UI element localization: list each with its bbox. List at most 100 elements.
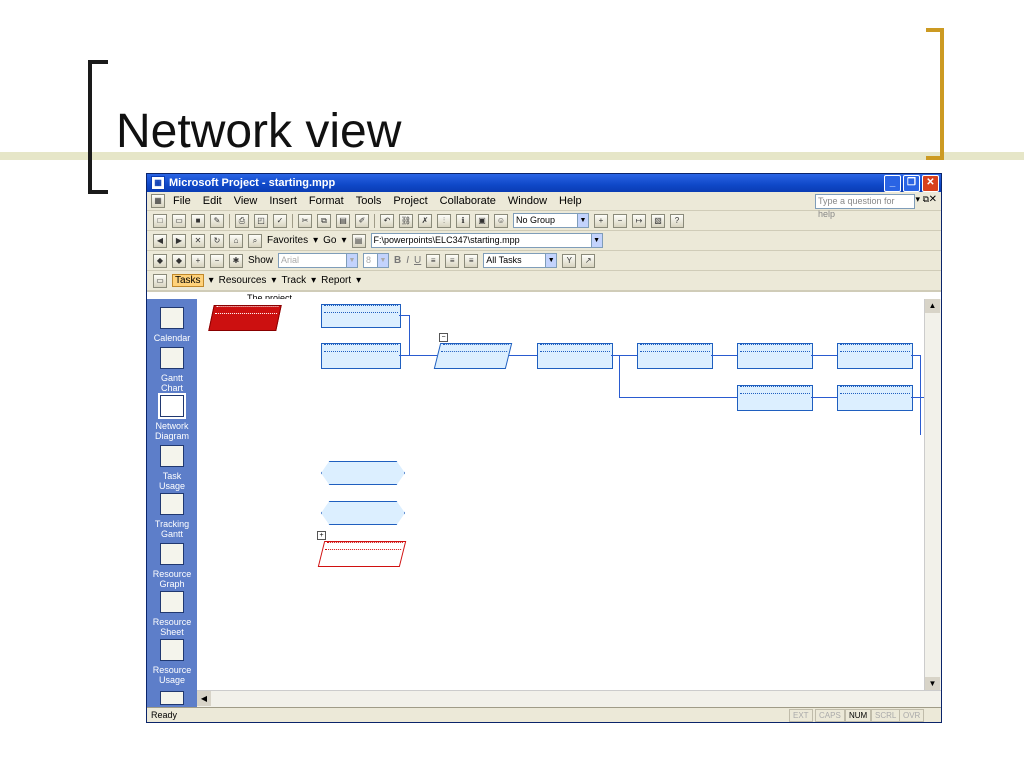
show-icon[interactable]: ✱ [229, 253, 243, 268]
home-icon[interactable]: ⌂ [229, 233, 243, 248]
help-icon[interactable]: ? [670, 213, 684, 228]
task-node[interactable] [321, 343, 401, 369]
italic-button[interactable]: I [406, 255, 410, 266]
format-painter-icon[interactable]: ✐ [355, 213, 369, 228]
permission-icon[interactable]: ✎ [210, 213, 224, 228]
new-icon[interactable]: □ [153, 213, 167, 228]
critical-summary-node[interactable] [317, 541, 407, 567]
report-button[interactable]: Report [321, 275, 352, 286]
unlink-icon[interactable]: ✗ [418, 213, 432, 228]
network-diagram[interactable]: − + [197, 299, 925, 691]
view-resource-sheet[interactable]: Resource Sheet [147, 591, 197, 637]
align-right-icon[interactable]: ≡ [464, 253, 479, 268]
task-node[interactable] [321, 304, 401, 328]
view-more[interactable] [147, 691, 197, 709]
favorites-chevron-icon[interactable]: ▾ [313, 235, 319, 246]
link-icon[interactable]: ⛓ [399, 213, 413, 228]
menu-format[interactable]: Format [308, 195, 344, 207]
expand-toggle-icon[interactable]: + [317, 531, 326, 540]
menu-collaborate[interactable]: Collaborate [439, 195, 496, 207]
group-select[interactable]: No Group ▼ [513, 213, 589, 228]
document-menu-icon[interactable]: ▦ [151, 194, 165, 208]
scroll-up-icon[interactable]: ▲ [925, 299, 940, 313]
hide-subtasks-icon[interactable]: − [210, 253, 224, 268]
copy-icon[interactable]: ⧉ [317, 213, 331, 228]
cut-icon[interactable]: ✂ [298, 213, 312, 228]
summary-task-node[interactable] [433, 343, 513, 369]
help-dropdown-icon[interactable]: ▾ ⧉ [915, 194, 929, 204]
menu-insert[interactable]: Insert [269, 195, 297, 207]
restore-button[interactable]: ❐ [903, 175, 920, 192]
help-search-input[interactable]: Type a question for help [815, 194, 915, 219]
track-chevron-icon[interactable]: ▾ [311, 275, 317, 286]
copy-picture-icon[interactable]: ▧ [651, 213, 665, 228]
paste-icon[interactable]: ▤ [336, 213, 350, 228]
font-size-select[interactable]: 8 ▼ [363, 253, 390, 268]
task-node[interactable] [537, 343, 613, 369]
milestone-node[interactable] [321, 501, 405, 525]
menu-file[interactable]: File [173, 195, 191, 207]
task-node[interactable] [637, 343, 713, 369]
show-dropdown[interactable]: Show [248, 255, 274, 266]
view-calendar[interactable]: Calendar [147, 307, 197, 343]
menu-window[interactable]: Window [507, 195, 548, 207]
task-node[interactable] [837, 343, 913, 369]
menu-edit[interactable]: Edit [202, 195, 222, 207]
spelling-icon[interactable]: ✓ [273, 213, 287, 228]
task-node[interactable] [737, 343, 813, 369]
print-icon[interactable]: ⎙ [235, 213, 249, 228]
menu-project[interactable]: Project [393, 195, 428, 207]
milestone-node[interactable] [321, 461, 405, 485]
align-left-icon[interactable]: ≡ [426, 253, 441, 268]
go-button[interactable]: Go [323, 235, 337, 246]
search-web-icon[interactable]: ⌕ [248, 233, 262, 248]
refresh-icon[interactable]: ↻ [210, 233, 224, 248]
track-button[interactable]: Track [281, 275, 307, 286]
menu-tools[interactable]: Tools [355, 195, 382, 207]
gantt-wizard-icon[interactable]: ↗ [581, 253, 596, 268]
summary-node[interactable] [208, 305, 282, 331]
tasks-button[interactable]: Tasks [172, 274, 204, 287]
resources-button[interactable]: Resources [218, 275, 267, 286]
font-select[interactable]: Arial ▼ [278, 253, 359, 268]
print-preview-icon[interactable]: ◰ [254, 213, 268, 228]
tasks-chevron-icon[interactable]: ▾ [208, 275, 214, 286]
close-document-icon[interactable]: ✕ [928, 194, 937, 205]
undo-icon[interactable]: ↶ [380, 213, 394, 228]
project-guide-icon[interactable]: ▭ [153, 273, 167, 288]
vertical-scrollbar[interactable]: ▲ ▼ [924, 299, 941, 691]
menu-view[interactable]: View [233, 195, 258, 207]
favorites-button[interactable]: Favorites [267, 235, 309, 246]
align-center-icon[interactable]: ≡ [445, 253, 460, 268]
scroll-down-icon[interactable]: ▼ [925, 677, 940, 691]
split-icon[interactable]: ⫶ [437, 213, 451, 228]
scroll-left-icon[interactable]: ◀ [197, 691, 211, 706]
show-subtasks-icon[interactable]: + [191, 253, 205, 268]
zoom-in-icon[interactable]: + [594, 213, 608, 228]
save-icon[interactable]: ■ [191, 213, 205, 228]
task-node[interactable] [737, 385, 813, 411]
address-input[interactable]: F:\powerpoints\ELC347\starting.mpp ▼ [370, 233, 603, 248]
close-button[interactable]: ✕ [922, 175, 939, 192]
report-chevron-icon[interactable]: ▾ [356, 275, 362, 286]
view-gantt-chart[interactable]: Gantt Chart [147, 347, 197, 393]
outdent-icon[interactable]: ◆ [153, 253, 167, 268]
filter-select[interactable]: All Tasks ▼ [483, 253, 558, 268]
minimize-button[interactable]: _ [884, 175, 901, 192]
collapse-toggle-icon[interactable]: − [439, 333, 448, 342]
bold-button[interactable]: B [394, 255, 402, 266]
scroll-to-task-icon[interactable]: ↦ [632, 213, 646, 228]
view-network-diagram[interactable]: Network Diagram [147, 393, 197, 441]
open-icon[interactable]: ▭ [172, 213, 186, 228]
notes-icon[interactable]: ▣ [475, 213, 489, 228]
view-resource-usage[interactable]: Resource Usage [147, 639, 197, 685]
assign-resources-icon[interactable]: ☺ [494, 213, 508, 228]
view-task-usage[interactable]: Task Usage [147, 445, 197, 491]
zoom-out-icon[interactable]: − [613, 213, 627, 228]
view-tracking-gantt[interactable]: Tracking Gantt [147, 493, 197, 539]
back-icon[interactable]: ◀ [153, 233, 167, 248]
forward-icon[interactable]: ▶ [172, 233, 186, 248]
resources-chevron-icon[interactable]: ▾ [271, 275, 277, 286]
underline-button[interactable]: U [414, 255, 422, 266]
show-only-web-toolbar-icon[interactable]: ▤ [351, 233, 366, 248]
